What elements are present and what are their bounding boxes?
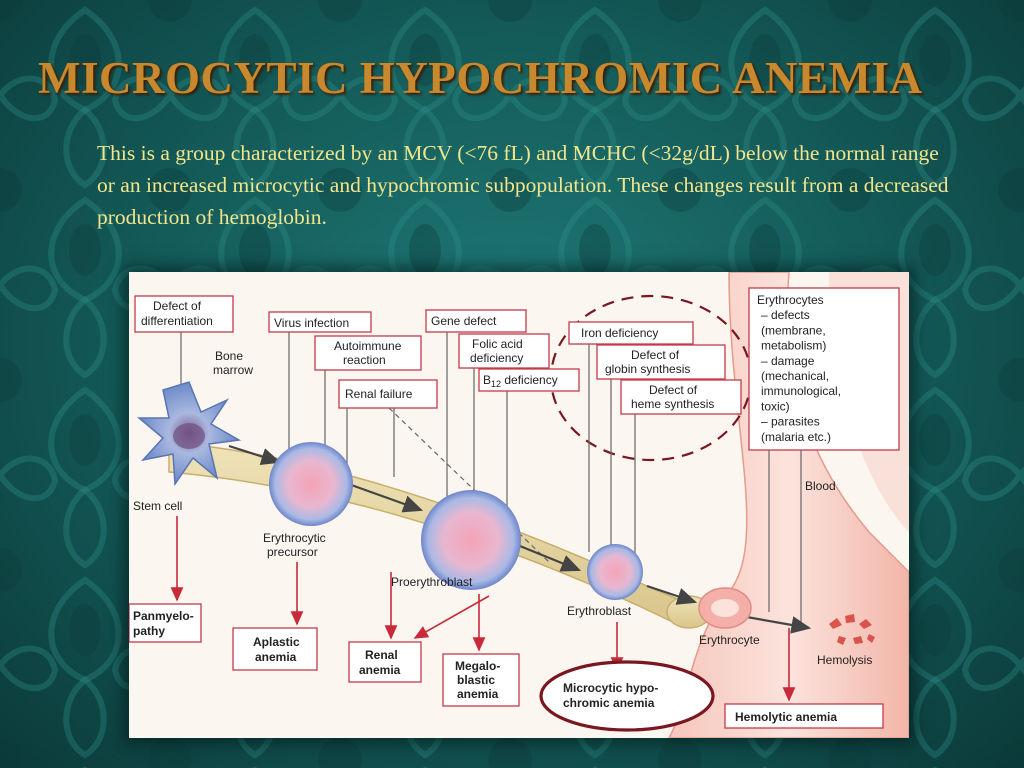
- outcome-microcytic-line2: chromic anemia: [563, 696, 655, 710]
- erythrocyte-defects-box: Erythrocytes– defects(membrane, metabolis…: [748, 287, 900, 451]
- label-blood: Blood: [805, 479, 836, 493]
- cause-renal: Renal failure: [345, 387, 413, 401]
- cause-box-autoimmune: Autoimmune reaction: [314, 335, 422, 371]
- cause-b12-suffix: deficiency: [501, 373, 558, 387]
- label-precursor-line1: Erythrocytic: [263, 531, 326, 545]
- cause-globin-line1: Defect of: [631, 348, 680, 362]
- cause-virus: Virus infection: [274, 316, 349, 330]
- erythrocyte-defects-line: immunological,: [761, 384, 841, 398]
- label-bone: Bone: [215, 349, 243, 363]
- erythrocyte-defects-line: (membrane,: [761, 323, 826, 337]
- outcome-megaloblastic-line3: anemia: [457, 687, 499, 701]
- label-erythroblast: Erythroblast: [567, 604, 632, 618]
- outcome-panmyelopathy-line1: Panmyelo-: [133, 609, 194, 623]
- cause-b12-prefix: B: [483, 373, 491, 387]
- outcome-hemolytic: Hemolytic anemia: [735, 710, 837, 724]
- slide-body-text: This is a group characterized by an MCV …: [97, 141, 949, 229]
- cause-box-globin: Defect of globin synthesis: [596, 344, 726, 380]
- erythrocyte-defects-line: (malaria etc.): [761, 430, 831, 444]
- erythroblast-cell: [587, 544, 643, 600]
- cause-box-virus: Virus infection: [268, 311, 372, 333]
- cause-autoimmune-line2: reaction: [343, 353, 386, 367]
- erythrocyte-defects-line: – damage: [761, 354, 815, 368]
- cause-iron: Iron deficiency: [581, 326, 658, 340]
- cause-gene: Gene defect: [431, 314, 497, 328]
- erythrocyte-defects-line: – parasites: [761, 415, 820, 429]
- label-precursor-line2: precursor: [267, 545, 318, 559]
- cause-box-folic: Folic acid deficiency: [458, 333, 550, 369]
- cause-differentiation-line1: Defect of: [153, 299, 202, 313]
- cause-autoimmune-line1: Autoimmune: [334, 339, 402, 353]
- outcome-hemolytic-anemia: Hemolytic anemia: [724, 703, 884, 729]
- outcome-renal-line1: Renal: [365, 648, 398, 662]
- outcome-megaloblastic-anemia: Megalo- blastic anemia: [442, 653, 520, 707]
- cause-box-heme: Defect of heme synthesis: [620, 379, 742, 415]
- anemia-diagram: Defect of differentiation Virus infectio…: [129, 272, 909, 738]
- cause-folic-line2: deficiency: [470, 351, 523, 365]
- outcome-megaloblastic-line1: Megalo-: [455, 659, 500, 673]
- stem-cell: [136, 381, 242, 487]
- erythrocyte-defects-line: – defects: [761, 308, 810, 322]
- erythrocyte-defects-line: (mechanical,: [761, 369, 829, 383]
- outcome-microcytic-line1: Microcytic hypo-: [563, 681, 658, 695]
- slide-title: MICROCYTIC HYPOCHROMIC ANEMIA: [38, 53, 923, 103]
- erythrocyte-cell: [698, 587, 752, 629]
- cause-box-differentiation: Defect of differentiation: [134, 295, 234, 333]
- cause-box-renal: Renal failure: [338, 379, 438, 409]
- cause-box-b12: B12 deficiency: [478, 368, 580, 392]
- label-proerythroblast: Proerythroblast: [391, 575, 473, 589]
- anemia-diagram-figure: Defect of differentiation Virus infectio…: [129, 272, 909, 738]
- outcome-microcytic-anemia: Microcytic hypo- chromic anemia: [539, 660, 715, 732]
- cause-box-iron: Iron deficiency: [568, 321, 694, 345]
- label-hemolysis: Hemolysis: [817, 653, 872, 667]
- outcome-panmyelopathy: Panmyelo- pathy: [129, 603, 202, 643]
- outcome-aplastic-anemia: Aplastic anemia: [232, 627, 318, 671]
- outcome-arrows: [170, 516, 796, 702]
- cause-box-gene: Gene defect: [425, 309, 527, 333]
- outcome-megaloblastic-line2: blastic: [457, 673, 495, 687]
- outcome-renal-anemia: Renal anemia: [348, 641, 422, 683]
- erythrocyte-defects-line: Erythrocytes: [757, 293, 824, 307]
- label-marrow: marrow: [213, 363, 253, 377]
- outcome-renal-line2: anemia: [359, 663, 401, 677]
- outcome-panmyelopathy-line2: pathy: [133, 624, 165, 638]
- cause-differentiation-line2: differentiation: [141, 314, 213, 328]
- erythrocyte-defects-line: toxic): [761, 399, 790, 413]
- outcome-aplastic-line1: Aplastic: [253, 635, 300, 649]
- hemolysis-fragments: [829, 614, 875, 645]
- cause-globin-line2: globin synthesis: [605, 362, 690, 376]
- erythrocytic-precursor-cell: [269, 442, 353, 526]
- cause-heme-line2: heme synthesis: [631, 397, 714, 411]
- svg-text:B12 deficiency: B12 deficiency: [483, 373, 558, 389]
- outcome-aplastic-line2: anemia: [255, 650, 297, 664]
- label-stem-cell: Stem cell: [133, 499, 182, 513]
- label-erythrocyte: Erythrocyte: [699, 633, 760, 647]
- cause-folic-line1: Folic acid: [472, 337, 523, 351]
- erythrocyte-defects-line: metabolism): [761, 339, 826, 353]
- cause-heme-line1: Defect of: [649, 383, 698, 397]
- cause-b12-sub: 12: [491, 379, 501, 389]
- proerythroblast-cell: [421, 490, 521, 590]
